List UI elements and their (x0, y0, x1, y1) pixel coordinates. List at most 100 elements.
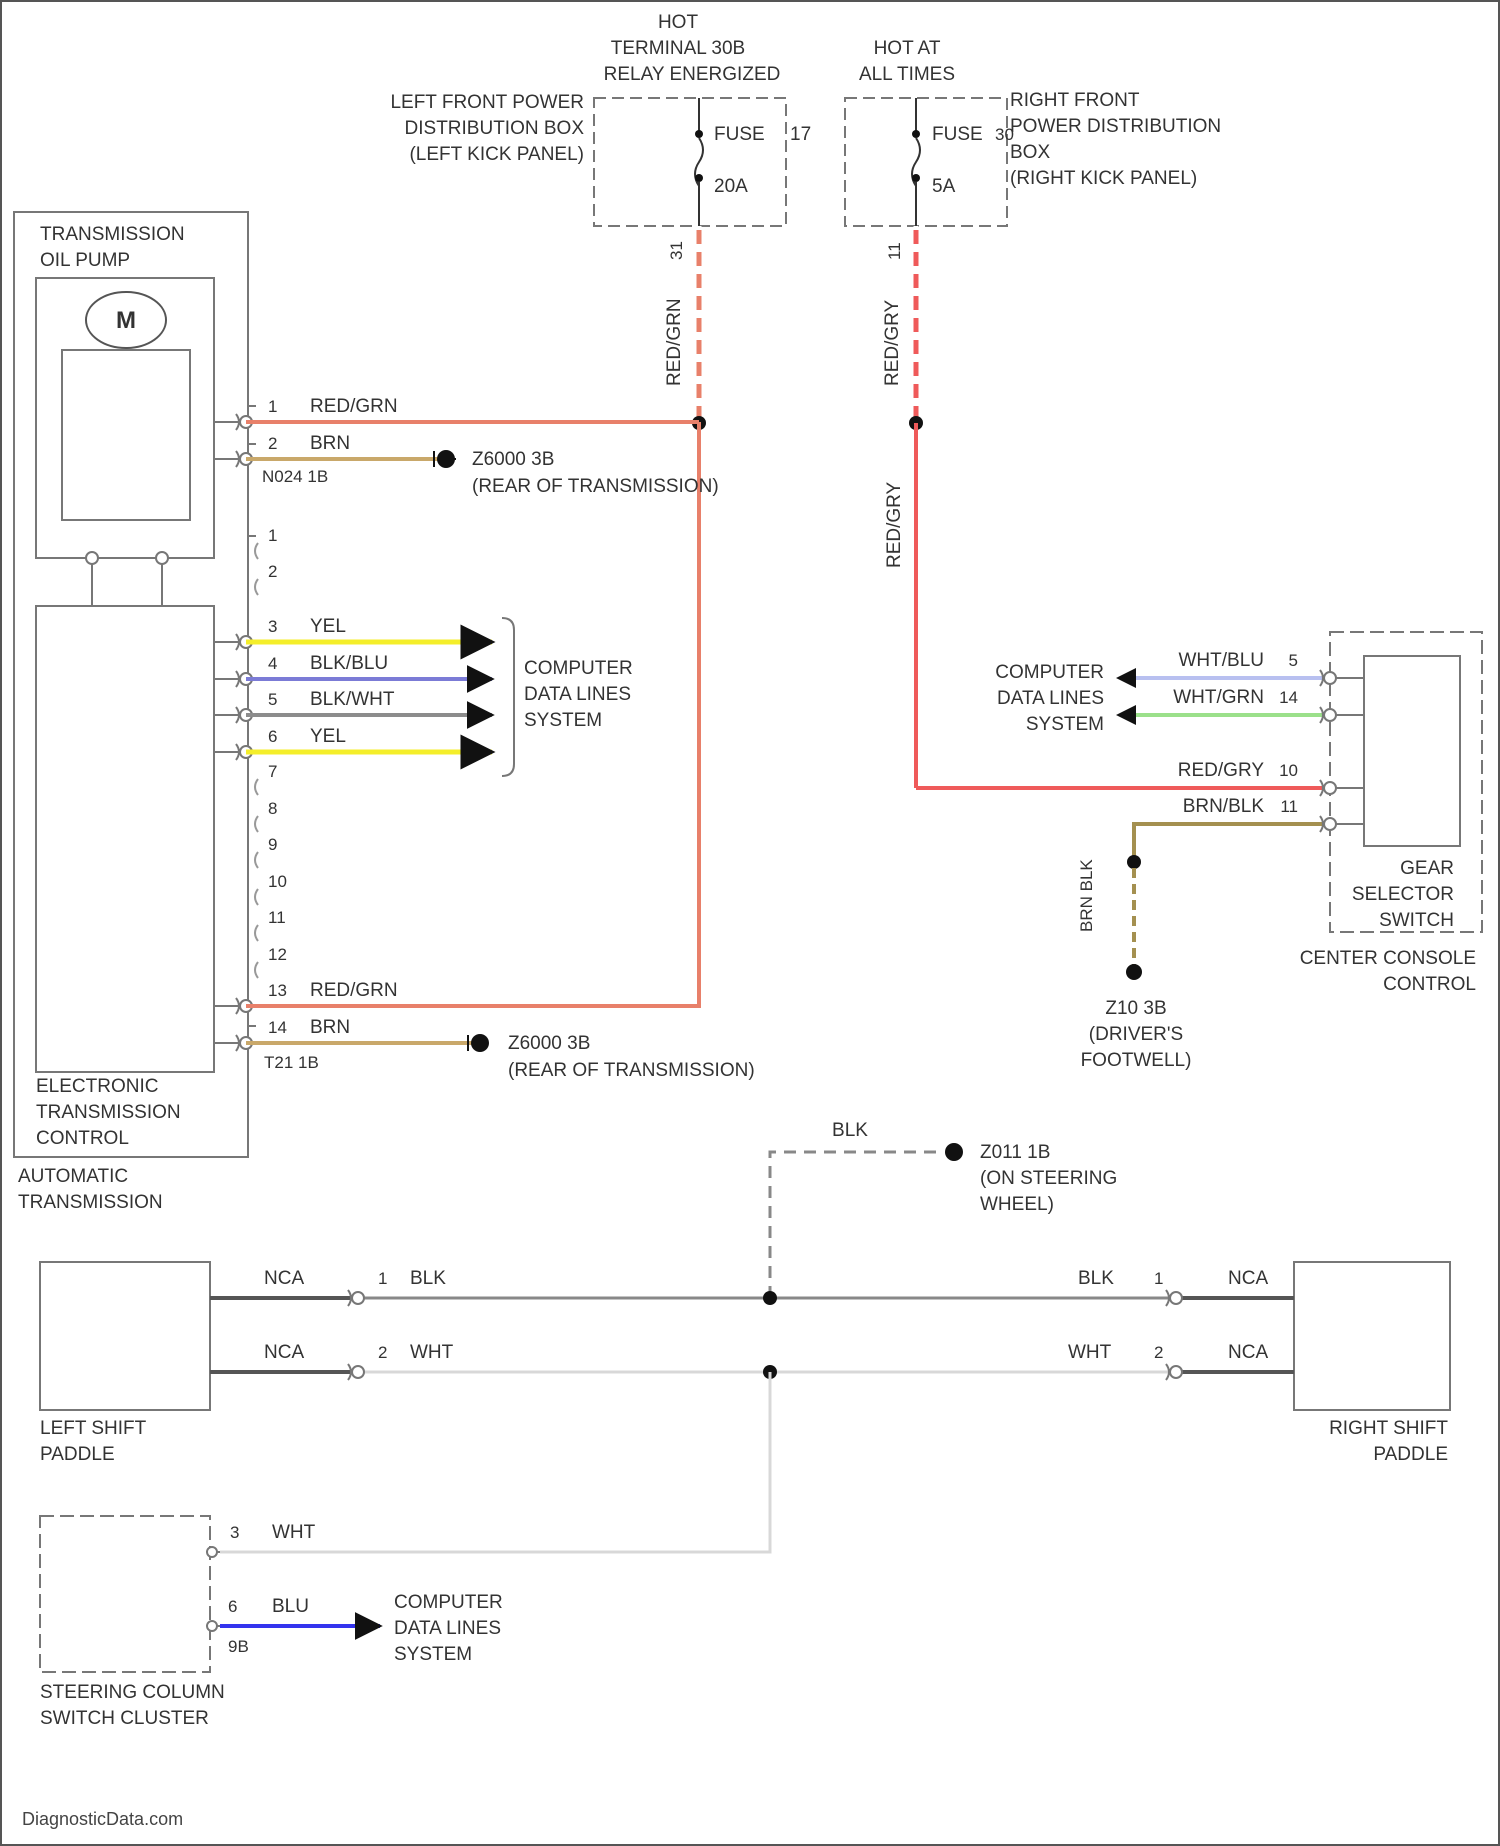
wire-gear-pin11 (1134, 824, 1328, 860)
pump-body (62, 350, 190, 520)
center-console-line2: CONTROL (1383, 974, 1476, 995)
tcm-pin-6-wire: BLK/WHT (310, 689, 395, 710)
motor-symbol: M (116, 307, 136, 334)
tcm-pin-6-number: 5 (268, 690, 277, 709)
paddle-ground-label: Z011 1B (980, 1142, 1050, 1163)
tcm-pin-11-number: 10 (268, 872, 287, 891)
gear-ground-icon (1126, 964, 1142, 980)
gear-ground-location-1: (DRIVER'S (1089, 1024, 1183, 1045)
steering-wht-label: WHT (272, 1522, 316, 1543)
tcm-pin-5-number: 4 (268, 654, 277, 673)
left-wht-label: WHT (410, 1342, 454, 1363)
tcm-pin-15-number: 14 (268, 1018, 287, 1037)
tcm-pin-10-open (255, 852, 258, 868)
pump-label-line2: OIL PUMP (40, 250, 130, 271)
right-paddle-line1: RIGHT SHIFT (1329, 1418, 1448, 1439)
left-power-distribution-box (594, 98, 786, 226)
right-pin2: 2 (1154, 1343, 1163, 1362)
paddle-connector-3 (1166, 1364, 1182, 1380)
left-pin1: 1 (378, 1269, 387, 1288)
paddle-splice-blk (763, 1291, 777, 1305)
automatic-transmission-module: TRANSMISSION OIL PUMP M ELECTRONIC TRANS… (14, 212, 755, 1213)
ground-top-icon (437, 450, 455, 468)
paddle-ground-icon (945, 1143, 963, 1161)
fuse-right-name: FUSE (932, 124, 983, 145)
etc-label-line2: TRANSMISSION (36, 1102, 181, 1123)
hot-all-times-line1: HOT AT (874, 38, 941, 59)
gear-pin-5-number: 5 (1289, 651, 1298, 670)
tcm-pin-8-number: 7 (268, 762, 277, 781)
gear-data-arrow-2 (1116, 705, 1136, 725)
data-lines-bracket (502, 618, 514, 776)
gear-pin-11-number: 11 (1280, 797, 1298, 816)
right-shift-paddle-box (1294, 1262, 1450, 1410)
gear-ground-splice (1127, 855, 1141, 869)
wire-paddle-ground (770, 1152, 942, 1298)
tcm-pin-13-open (255, 962, 258, 978)
nca-label-3: NCA (1228, 1268, 1268, 1289)
gear-pin-10-wire: RED/GRY (1178, 760, 1265, 781)
tcm-pin-0-wire: RED/GRN (310, 396, 398, 417)
gear-pin-5-wire: WHT/BLU (1179, 650, 1265, 671)
right-box-line2: POWER DISTRIBUTION (1010, 116, 1221, 137)
right-power-distribution-box (845, 98, 1007, 226)
tcm-pin-4-number: 3 (268, 617, 277, 636)
hot-relay-line3: RELAY ENERGIZED (604, 64, 781, 85)
left-box-line1: LEFT FRONT POWER (390, 92, 584, 113)
tcm-pin-3-number: 2 (268, 562, 277, 581)
fuse-right-pin: 11 (885, 242, 904, 260)
tcm-pin-10-number: 9 (268, 835, 277, 854)
wire-left-power-label: RED/GRN (664, 298, 685, 386)
gear-selector-line3: SWITCH (1379, 910, 1454, 931)
gear-selector-section: RED/GRY GEAR SELECTOR SWITCH CENTER CONS… (884, 423, 1482, 1071)
gear-pin-14-wire: WHT/GRN (1173, 687, 1264, 708)
paddle-ground-location-2: WHEEL) (980, 1194, 1054, 1215)
ground-bottom-label: Z6000 3B (508, 1033, 590, 1054)
fuse-right-rating: 5A (932, 176, 956, 197)
fuse-left-name: FUSE (714, 124, 765, 145)
shift-paddles-section: BLK Z011 1B (ON STEERING WHEEL) LEFT SHI… (40, 1120, 1450, 1465)
tcm-pin-3-open (255, 579, 258, 595)
steering-data-lines-line2: DATA LINES (394, 1618, 501, 1639)
center-console-line1: CENTER CONSOLE (1300, 948, 1476, 969)
fuse-left-number: 17 (790, 124, 811, 145)
paddle-connector-pins (348, 1290, 1182, 1380)
wire-right-power-label: RED/GRY (882, 299, 903, 386)
paddle-connector-0 (348, 1290, 364, 1306)
gear-ground-label: Z10 3B (1105, 998, 1166, 1019)
left-box-line3: (LEFT KICK PANEL) (409, 144, 584, 165)
ground-bottom-icon (471, 1034, 489, 1052)
paddle-connector-1 (348, 1364, 364, 1380)
right-pin1: 1 (1154, 1269, 1163, 1288)
ground-top-label: Z6000 3B (472, 449, 554, 470)
steering-pin-wht: 3 (230, 1523, 239, 1542)
left-shift-paddle-box (40, 1262, 210, 1410)
power-section: HOT TERMINAL 30B RELAY ENERGIZED HOT AT … (390, 12, 1221, 430)
tcm-pin-0-number: 1 (268, 397, 277, 416)
gear-pin-5-terminal (1320, 670, 1336, 686)
left-paddle-line1: LEFT SHIFT (40, 1418, 147, 1439)
paddle-ground-location-1: (ON STEERING (980, 1168, 1117, 1189)
hot-relay-line2: TERMINAL 30B (611, 38, 745, 59)
right-paddle-line2: PADDLE (1373, 1444, 1448, 1465)
tcm-pin-7-number: 6 (268, 727, 277, 746)
tcm-data-lines-line3: SYSTEM (524, 710, 602, 731)
hot-relay-line1: HOT (658, 12, 699, 33)
tcm-pin-1-number: 2 (268, 434, 277, 453)
tcm-pin-2-number: 1 (268, 526, 277, 545)
steering-connector: 9B (228, 1637, 249, 1656)
tcm-data-lines-line1: COMPUTER (524, 658, 633, 679)
tcm-pin-9-open (255, 816, 258, 832)
steering-label-line2: SWITCH CLUSTER (40, 1708, 209, 1729)
nca-label-1: NCA (264, 1268, 304, 1289)
right-box-line3: BOX (1010, 142, 1050, 163)
module-label-line1: AUTOMATIC (18, 1166, 128, 1187)
steering-column-section: STEERING COLUMN SWITCH CLUSTER 3 WHT 6 B… (40, 1372, 770, 1729)
left-pin2: 2 (378, 1343, 387, 1362)
wire-right-lower-label: RED/GRY (884, 481, 905, 568)
tcm-pin-2-open (255, 543, 258, 559)
right-blk-label: BLK (1078, 1268, 1114, 1289)
tcm-pin-12-number: 11 (268, 908, 286, 927)
steering-data-lines-line1: COMPUTER (394, 1592, 503, 1613)
